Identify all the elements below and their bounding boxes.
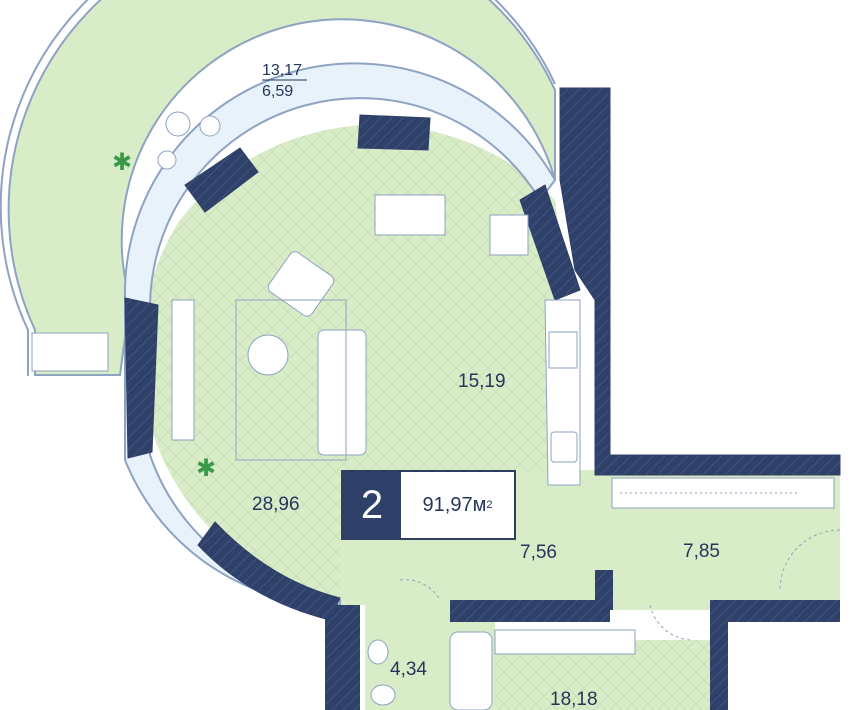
toilet-icon	[370, 684, 396, 706]
sink-icon	[367, 639, 389, 665]
door-arc-icon	[399, 579, 441, 601]
stove-icon	[548, 331, 578, 369]
plant-icon: ✱	[196, 455, 216, 482]
door-arc-icon	[649, 604, 691, 641]
bathroom-top-wall	[450, 600, 610, 622]
right-wall	[559, 87, 841, 476]
fridge-icon	[489, 214, 529, 256]
wall-segment-4	[197, 521, 341, 621]
sofa-icon	[317, 329, 367, 456]
wall-segment-3	[124, 297, 159, 459]
balcony-bench	[31, 332, 109, 372]
rooms-count: 2	[343, 472, 401, 538]
dining-table-icon	[374, 194, 446, 236]
kitchen-area-label: 15,19	[458, 371, 506, 392]
bathroom-area-label: 4,34	[390, 659, 427, 680]
wall-segment-1	[357, 114, 431, 151]
hall-area-label: 7,56	[520, 542, 557, 563]
bedroom-wardrobe	[494, 629, 636, 655]
balcony-floor	[7, 0, 556, 376]
balcony-chair-icon	[199, 115, 221, 137]
bathroom-left-wall	[325, 605, 360, 710]
bedroom-area-label: 18,18	[550, 689, 598, 710]
total-area-unit-power: 2	[486, 499, 493, 511]
wall-segment-2	[184, 147, 259, 213]
balcony-table-icon	[165, 111, 191, 137]
sink-icon	[550, 431, 578, 463]
rug	[235, 299, 347, 461]
bedroom-right-wall	[710, 620, 728, 710]
balcony-chair-icon	[157, 150, 177, 170]
coffee-table-icon	[247, 334, 289, 376]
balcony-area-label: 13,17	[262, 62, 302, 79]
living-area-label: 28,96	[252, 494, 300, 515]
corridor-area-label: 7,85	[683, 541, 720, 562]
wall-segment-5	[519, 184, 581, 301]
tv-unit-icon	[171, 299, 195, 441]
bedroom-top-wall	[710, 600, 840, 622]
plant-icon: ✱	[112, 149, 132, 176]
total-area-value: 91,97м	[422, 493, 487, 516]
bathtub-icon	[449, 631, 493, 710]
balcony-area-alt-label: 6,59	[262, 83, 293, 100]
balcony-railing	[0, 0, 556, 376]
